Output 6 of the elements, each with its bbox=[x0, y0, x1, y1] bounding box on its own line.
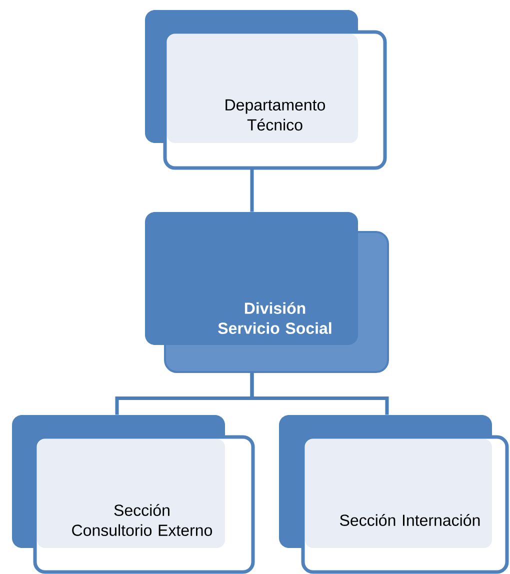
connector-line bbox=[250, 372, 389, 415]
org-box: Sección Internación bbox=[279, 415, 509, 574]
org-box: Sección Consultorio Externo bbox=[12, 415, 255, 574]
org-box: División Servicio Social bbox=[145, 212, 389, 373]
org-box: Departamento Técnico bbox=[145, 10, 387, 170]
connector-line bbox=[250, 168, 254, 212]
